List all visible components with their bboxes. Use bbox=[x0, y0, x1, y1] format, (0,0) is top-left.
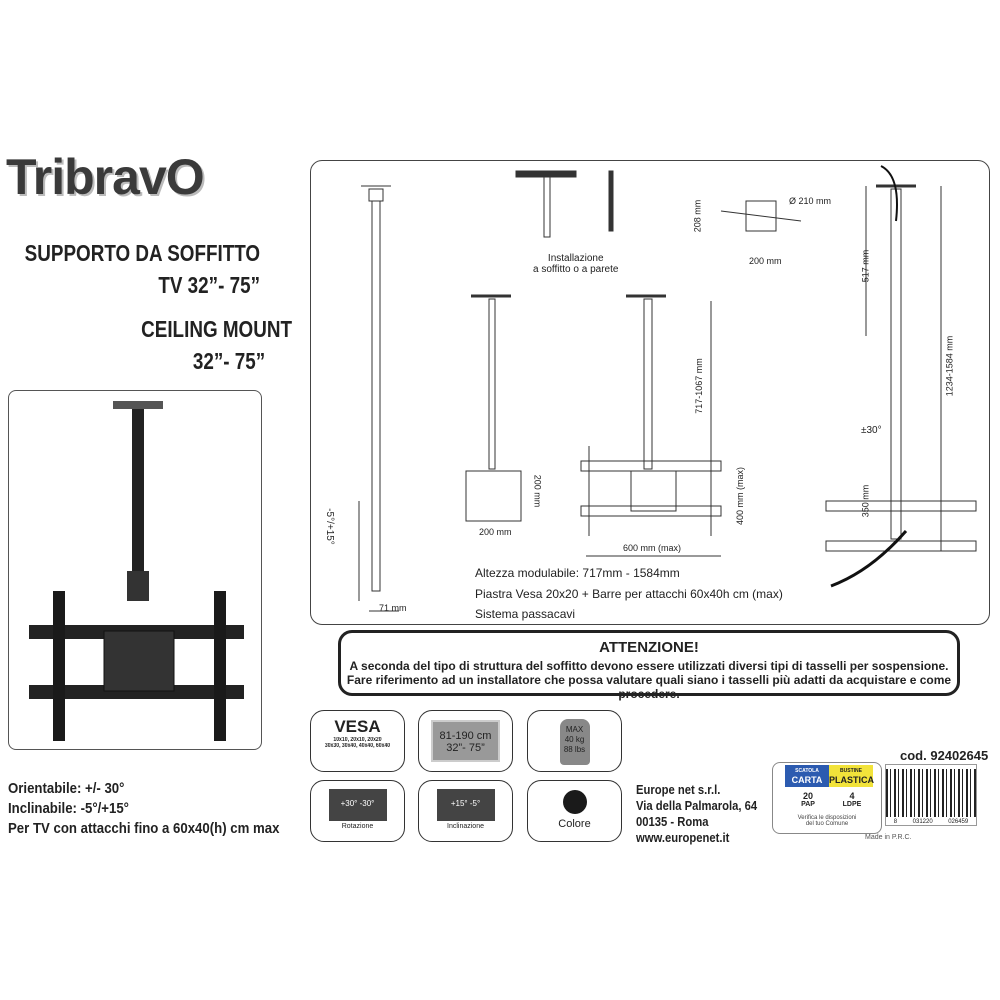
product-code: cod. 92402645 bbox=[900, 748, 989, 763]
spec-height: Altezza modulabile: 717mm - 1584mm bbox=[475, 566, 680, 580]
tilt-label: -5°/+15° bbox=[323, 508, 335, 545]
color-swatch bbox=[562, 790, 587, 814]
spec-cable: Sistema passacavi bbox=[475, 607, 576, 621]
dim-350: 350 mm bbox=[860, 484, 871, 518]
product-photo bbox=[8, 390, 262, 750]
tilt-icon-box: +15° -5° Inclinazione bbox=[418, 780, 513, 842]
dim-600: 600 mm (max) bbox=[623, 543, 682, 553]
title-it-1: SUPPORTO DA SOFFITTO bbox=[24, 240, 260, 266]
feature-rotation: Orientabile: +/- 30° bbox=[8, 780, 125, 797]
feature-tilt: Inclinabile: -5°/+15° bbox=[8, 800, 129, 817]
dim-517: 517 mm bbox=[860, 249, 871, 283]
dim-200-h: 200 mm bbox=[532, 474, 543, 508]
ceiling-mount-image bbox=[29, 401, 244, 741]
brand-logo: TribravO bbox=[6, 149, 205, 205]
company-name: Europe net s.r.l. bbox=[636, 783, 721, 797]
attention-line-2: Fare riferimento ad un installatore che … bbox=[346, 673, 952, 701]
dim-400: 400 mm (max) bbox=[735, 466, 746, 526]
title-en-2: 32”- 75” bbox=[192, 348, 265, 374]
dim-210: Ø 210 mm bbox=[789, 196, 832, 206]
tilt-icon: +15° -5° bbox=[436, 789, 495, 821]
company-city: 00135 - Roma bbox=[636, 815, 709, 829]
made-in: Made in P.R.C. bbox=[865, 834, 912, 841]
dim-71: 71 mm bbox=[379, 603, 407, 613]
rotation-label: ±30° bbox=[861, 425, 882, 436]
rotation-icon: +30° -30° bbox=[328, 789, 387, 821]
attention-title: ATTENZIONE! bbox=[599, 639, 699, 656]
dim-1234: 1234-1584 mm bbox=[944, 335, 955, 397]
dim-200-w: 200 mm bbox=[479, 527, 512, 537]
dim-200-b: 200 mm bbox=[749, 256, 782, 266]
dim-208: 208 mm bbox=[692, 199, 703, 233]
dim-717: 717-1067 mm bbox=[693, 358, 704, 414]
title-it-2: TV 32”- 75” bbox=[158, 272, 260, 298]
title-en-1: CEILING MOUNT bbox=[141, 316, 292, 342]
rotation-icon-box: +30° -30° Rotazione bbox=[310, 780, 405, 842]
feature-vesa: Per TV con attacchi fino a 60x40(h) cm m… bbox=[8, 820, 280, 837]
spec-plate: Piastra Vesa 20x20 + Barre per attacchi … bbox=[475, 587, 783, 601]
diagram-drawings bbox=[358, 165, 977, 612]
color-icon-box: Colore bbox=[527, 780, 622, 842]
company-website[interactable]: www.europenet.it bbox=[636, 831, 730, 845]
attention-box: ATTENZIONE! A seconda del tipo di strutt… bbox=[338, 630, 960, 701]
company-street: Via della Palmarola, 64 bbox=[636, 799, 758, 813]
attention-line-1: A seconda del tipo di struttura del soff… bbox=[349, 659, 949, 673]
